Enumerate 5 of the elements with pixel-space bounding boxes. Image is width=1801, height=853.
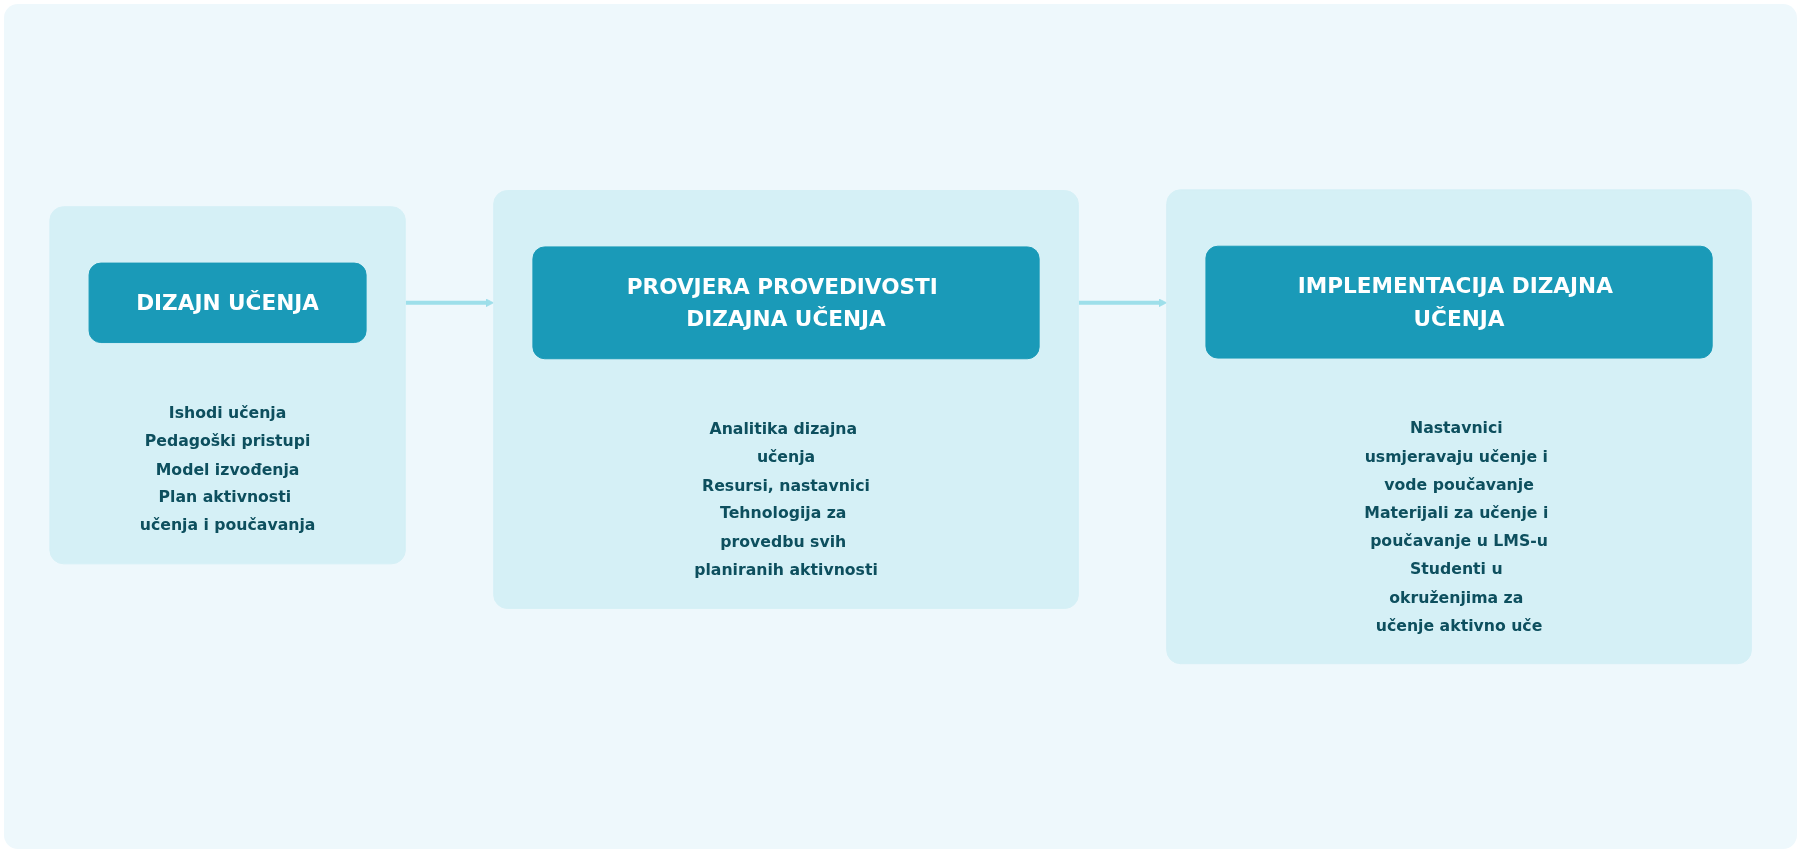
arrow bbox=[1078, 298, 1167, 307]
arrow bbox=[405, 298, 494, 307]
node-box: PROVJERA PROVEDIVOSTI DIZAJNA UČENJA bbox=[532, 246, 1040, 359]
node-box: DIZAJN UČENJA bbox=[88, 262, 367, 343]
node-box: IMPLEMENTACIJA DIZAJNA UČENJA bbox=[1205, 245, 1713, 359]
